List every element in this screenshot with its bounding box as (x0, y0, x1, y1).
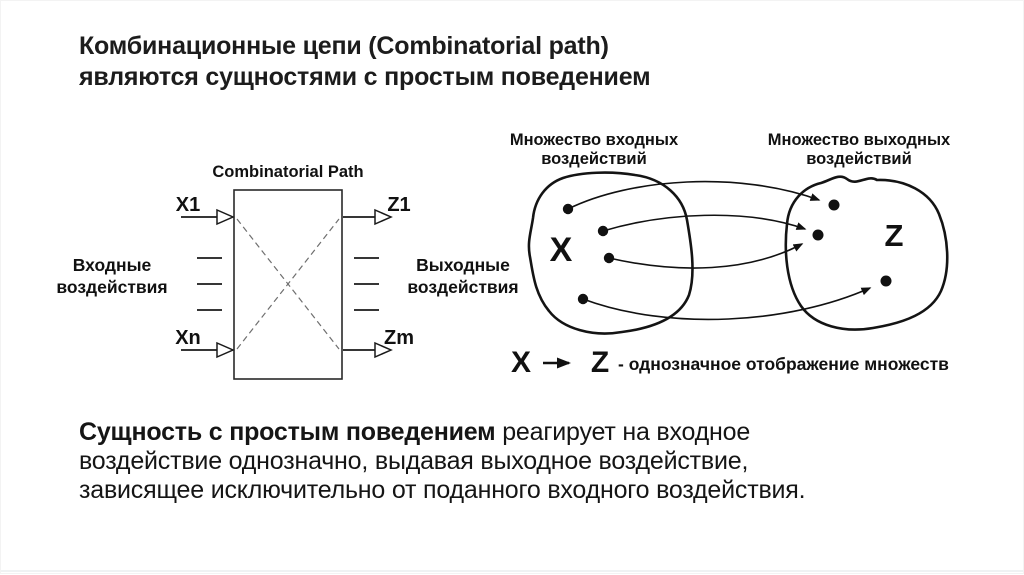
output-set-heading-line-2: воздействий (806, 150, 911, 168)
paragraph-line-1-rest: реагирует на входное (495, 418, 751, 446)
block-diagram-heading: Combinatorial Path (212, 163, 363, 181)
page-title-line-1: Комбинационные цепи (Combinatorial path) (79, 32, 609, 60)
mapping-from-label: X (511, 346, 531, 379)
input-set-heading-line-1: Множество входных (510, 131, 679, 149)
input-ellipsis-dashes (197, 257, 222, 311)
dashed-cross-line-2 (236, 218, 340, 350)
input-caption-line-1: Входные (73, 255, 152, 275)
input-set-heading-line-2: воздействий (541, 150, 646, 168)
paragraph-line-2: воздействие однозначно, выдавая выходное… (79, 447, 749, 475)
mapping-arrow-1 (567, 180, 821, 210)
paragraph-line-1: Сущность с простым поведением реагирует … (79, 418, 959, 447)
mapping-arrow-4 (582, 287, 872, 321)
output-caption-line-2: воздействия (407, 277, 518, 297)
paragraph-bold-lead: Сущность с простым поведением (79, 418, 496, 446)
combinatorial-path-diagram: Combinatorial Path X1 Xn Z1 Zm (56, 163, 519, 380)
page-title-line-2: являются сущностями с простым поведением (79, 63, 651, 91)
input-caption-line-2: воздействия (56, 277, 167, 297)
body-paragraph: Сущность с простым поведением реагирует … (79, 418, 959, 505)
mapping-to-label: Z (591, 346, 609, 379)
input-bottom-label: Xn (175, 327, 201, 349)
output-set-heading-line-1: Множество выходных (768, 131, 951, 149)
page-title: Комбинационные цепи (Combinatorial path)… (79, 31, 651, 93)
output-arrow-bottom-head (374, 341, 393, 359)
sets-mapping-diagram: Множество входных воздействий Множество … (510, 131, 951, 335)
input-set-label: X (550, 231, 573, 269)
output-caption-line-1: Выходные (416, 255, 510, 275)
input-arrow-bottom-head (216, 341, 235, 359)
paragraph-line-3: зависящее исключительно от поданного вхо… (79, 476, 806, 504)
output-top-label: Z1 (387, 194, 410, 216)
mapping-caption: - однозначное отображение множеств (618, 354, 949, 374)
mapping-legend: X Z - однозначное отображение множеств (511, 346, 949, 379)
bottom-divider (1, 570, 1023, 572)
input-arrow-top-head (216, 208, 235, 226)
mapping-arrows (567, 180, 872, 321)
input-set-blob (527, 171, 694, 335)
input-top-label: X1 (176, 194, 200, 216)
output-ellipsis-dashes (354, 257, 379, 311)
mapping-arrow-3 (608, 243, 804, 269)
output-bottom-label: Zm (384, 327, 414, 349)
output-arrow-top-head (374, 208, 393, 226)
output-set-points (812, 199, 892, 287)
output-set-label: Z (885, 218, 904, 253)
output-set-blob (784, 175, 949, 331)
mapping-arrow-2 (602, 214, 807, 232)
